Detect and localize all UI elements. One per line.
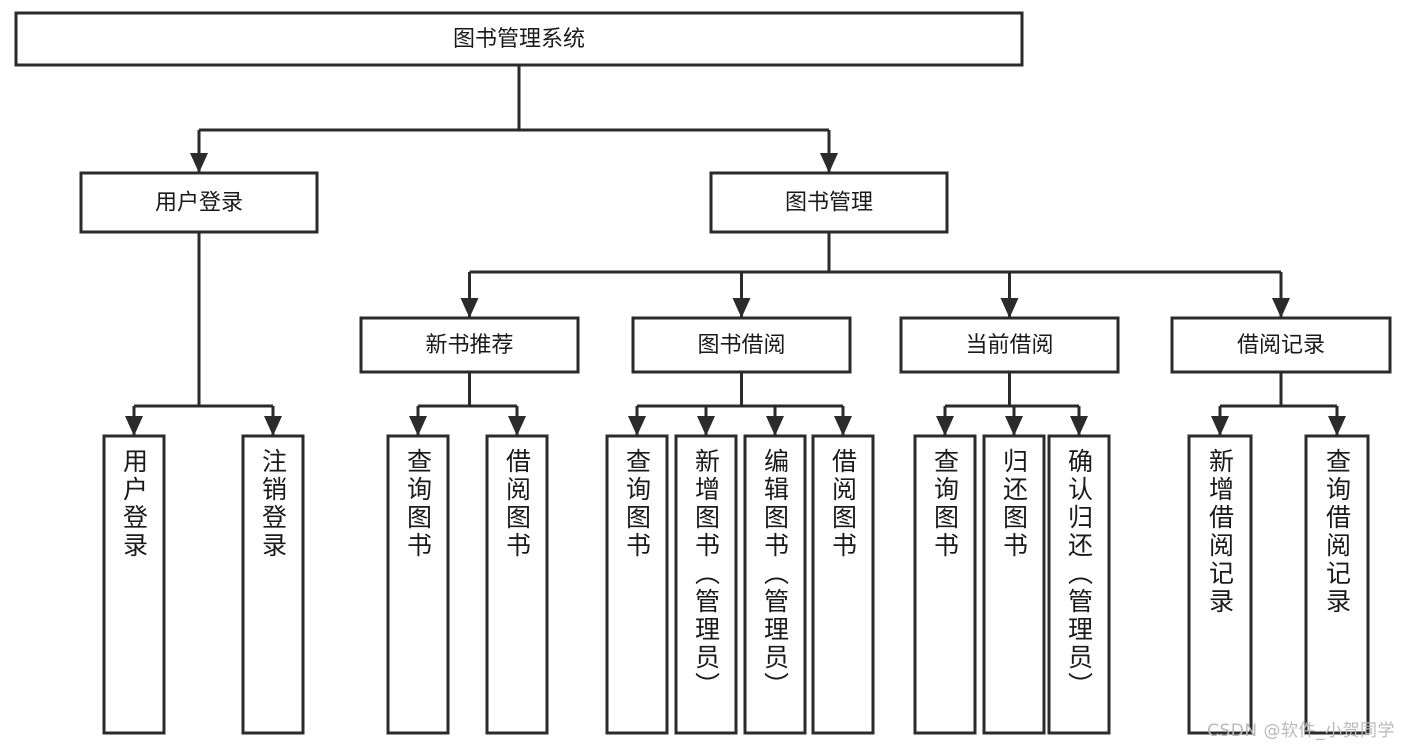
node-label-root: 图书管理系统	[453, 27, 585, 52]
arrowhead-icon	[697, 416, 715, 436]
node-label-新书推荐: 新书推荐	[425, 333, 513, 358]
node-box-用户登录[interactable]	[79, 171, 319, 234]
node-box-图书管理[interactable]	[709, 171, 949, 234]
node-label-图书管理: 图书管理	[785, 191, 873, 216]
leaf-box-6-编辑图书管理员[interactable]	[743, 434, 807, 735]
node-box-当前借阅[interactable]	[899, 316, 1120, 374]
csdn-watermark: CSDN @软件_小贺同学	[1207, 721, 1395, 741]
leaf-box-0-用户登录[interactable]	[102, 434, 166, 735]
leaf-box-12-查询借阅记录[interactable]	[1304, 434, 1370, 735]
leaf-box-2-查询图书[interactable]	[386, 434, 450, 735]
node-label-借阅记录: 借阅记录	[1237, 333, 1325, 358]
arrowhead-icon	[264, 416, 282, 436]
arrowhead-icon	[732, 298, 751, 318]
arrowhead-icon	[766, 416, 784, 436]
arrowhead-icon	[190, 153, 208, 173]
node-box-借阅记录[interactable]	[1170, 316, 1392, 374]
node-label-用户登录: 用户登录	[155, 191, 243, 216]
node-box-root[interactable]	[14, 11, 1024, 67]
arrowhead-icon	[1005, 416, 1023, 436]
arrowhead-icon	[508, 416, 526, 436]
node-box-新书推荐[interactable]	[359, 316, 580, 374]
arrowhead-icon	[1070, 416, 1088, 436]
arrowhead-icon	[1328, 416, 1346, 436]
node-label-图书借阅: 图书借阅	[697, 333, 785, 358]
arrowhead-icon	[460, 298, 479, 318]
arrowhead-icon	[1272, 298, 1290, 318]
leaf-box-1-注销登录[interactable]	[241, 434, 305, 735]
arrowhead-icon	[820, 153, 838, 173]
arrowhead-icon	[125, 416, 143, 436]
arrowhead-icon	[936, 416, 954, 436]
node-box-图书借阅[interactable]	[631, 316, 852, 374]
connectors-layer	[125, 65, 1346, 436]
boxes-layer	[14, 11, 1392, 735]
leaf-box-11-新增借阅记录[interactable]	[1187, 434, 1253, 735]
arrowhead-icon	[834, 416, 852, 436]
leaf-box-4-查询图书[interactable]	[605, 434, 669, 735]
node-label-当前借阅: 当前借阅	[965, 333, 1053, 358]
arrowhead-icon	[1000, 298, 1019, 318]
leaf-box-9-归还图书[interactable]	[982, 434, 1046, 735]
leaf-box-7-借阅图书[interactable]	[811, 434, 875, 735]
arrowhead-icon	[409, 416, 427, 436]
arrowhead-icon	[1211, 416, 1229, 436]
leaf-box-3-借阅图书[interactable]	[485, 434, 549, 735]
leaf-box-10-确认归还管理员[interactable]	[1047, 434, 1111, 735]
arrowhead-icon	[628, 416, 646, 436]
leaf-box-5-新增图书管理员[interactable]	[674, 434, 738, 735]
leaf-box-8-查询图书[interactable]	[913, 434, 977, 735]
